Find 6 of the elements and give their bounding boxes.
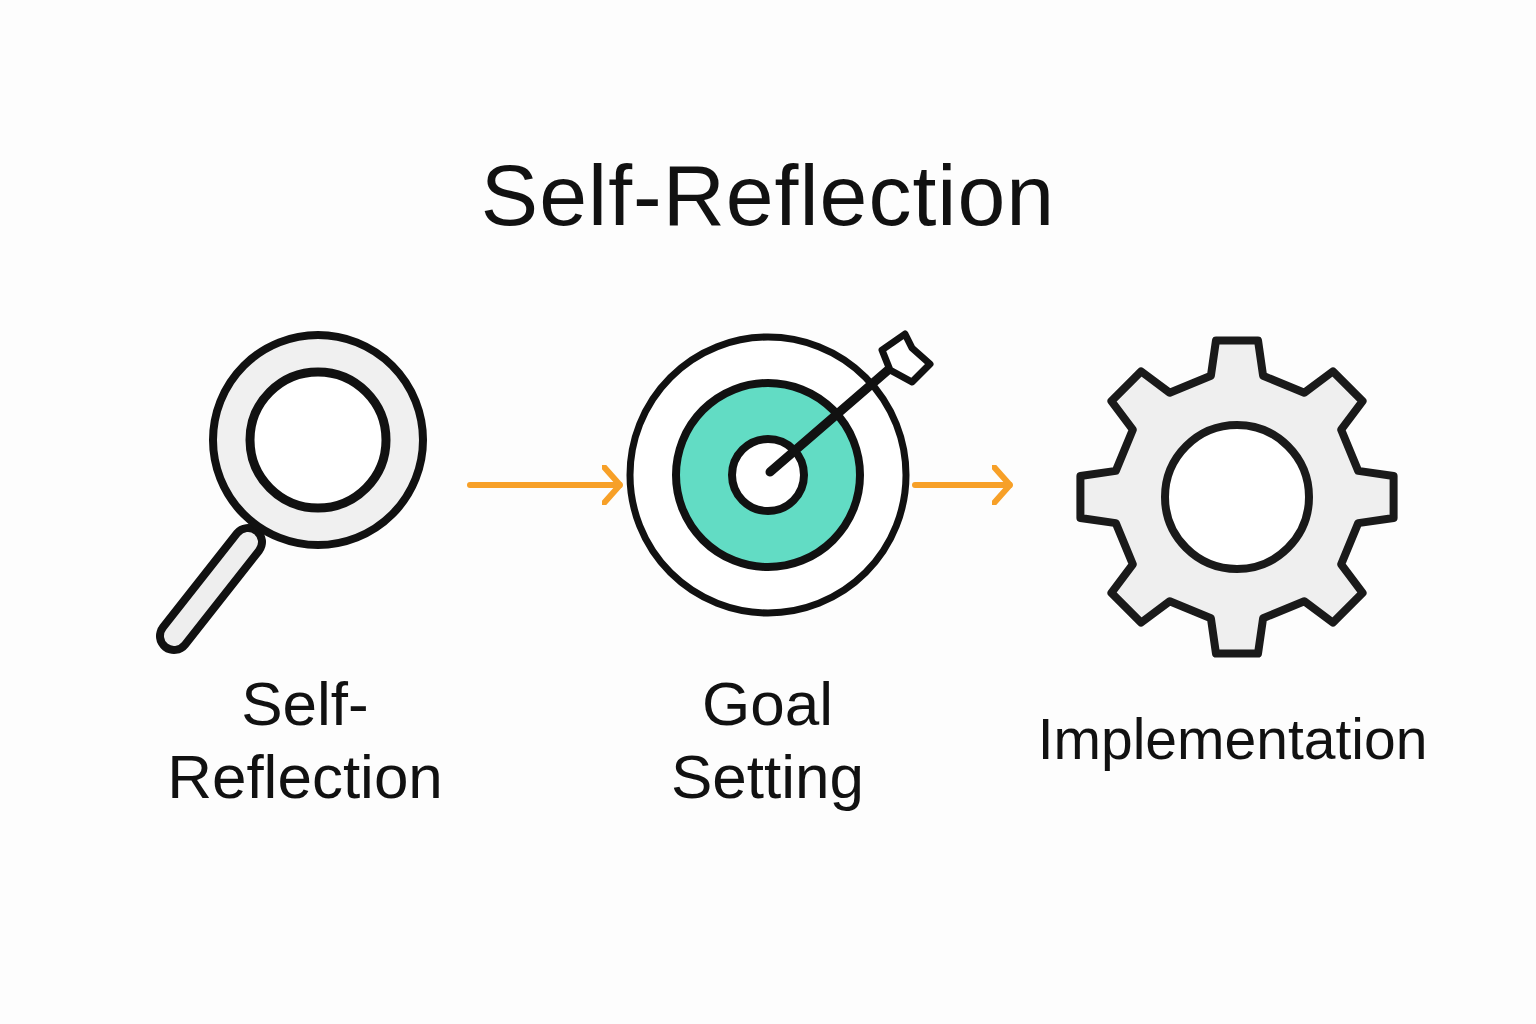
arrow [912, 464, 1013, 506]
title: Self-Reflection [479, 146, 1057, 245]
arrow [467, 464, 623, 506]
step-label: Self-Reflection [166, 667, 444, 813]
step-label: Goal Setting [670, 667, 865, 813]
step-label: Implementation [1037, 706, 1428, 774]
